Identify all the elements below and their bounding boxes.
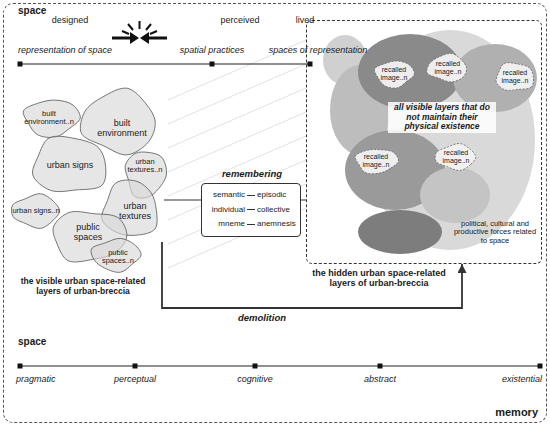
- memory-term: episodic: [257, 191, 297, 200]
- box-note: all visible layers that do not maintain …: [388, 102, 496, 133]
- burst-stroke: [122, 31, 129, 34]
- memory-term: anemnesis: [257, 220, 297, 229]
- blob-shape: [496, 63, 533, 91]
- layer-blob: urban signs: [26, 132, 114, 198]
- projection-line: [168, 64, 306, 124]
- burst-stroke: [146, 24, 151, 30]
- axis-term: designed: [52, 15, 89, 25]
- group-heading: the hidden urban space-related layers of…: [300, 268, 458, 288]
- axis-tick: [253, 364, 258, 369]
- remembering-box: rememberingsemanticepisodicindividualcol…: [201, 183, 301, 237]
- axis-line: [20, 365, 540, 366]
- node-label: recalled image..n: [429, 60, 467, 76]
- memory-term: collective: [257, 206, 297, 215]
- memory-frame: memory built environment..n built environm…: [3, 3, 547, 423]
- hidden-layers-box: all visible layers that do not maintain …: [306, 20, 542, 264]
- projection-line: [168, 184, 306, 244]
- grey-layer: [358, 210, 442, 254]
- memory-term: semantic: [205, 191, 245, 200]
- axis-term: spatial practices: [180, 45, 245, 55]
- axis-term: abstract: [364, 374, 396, 384]
- axis-tick: [378, 364, 383, 369]
- pair-connector: [247, 195, 255, 196]
- memory-term: individual: [205, 206, 245, 215]
- node-label: recalled image..n: [437, 149, 475, 165]
- blob-shape: [355, 149, 398, 173]
- axis-term: perceptual: [114, 374, 156, 384]
- group-heading: the visible urban space-related layers o…: [8, 277, 158, 296]
- node-label: recalled image..n: [496, 69, 534, 85]
- axis-term: cognitive: [237, 374, 273, 384]
- node-label: public spaces..n: [96, 249, 140, 266]
- recalled-image-blob: recalled image..n: [432, 142, 480, 172]
- grey-layer: [420, 167, 490, 223]
- connector: [164, 200, 201, 201]
- node-label: recalled image..n: [375, 66, 413, 82]
- node-label: urban signs: [35, 160, 105, 170]
- blob-shape: [91, 238, 141, 272]
- burst-stroke: [150, 31, 157, 34]
- connector-label: demolition: [238, 313, 286, 324]
- blob-shape: [32, 136, 105, 191]
- node-label: urban signs..n: [9, 207, 63, 215]
- term-pair: mneme anemnesis: [205, 220, 297, 229]
- pair-connector: [247, 224, 255, 225]
- axis-tick: [308, 62, 313, 67]
- blob-shape: [435, 143, 476, 170]
- node-label: urban textures: [110, 201, 160, 221]
- axis-term: representation of space: [18, 45, 112, 55]
- axis-tick: [133, 364, 138, 369]
- blob-shape: [374, 61, 414, 88]
- layer-blob: built environment..n: [20, 96, 82, 140]
- axis-term: pragmatic: [16, 374, 56, 384]
- recalled-image-blob: recalled image..n: [424, 52, 472, 84]
- axis-title: space: [18, 5, 46, 16]
- hidden-layer-mass: [323, 30, 537, 254]
- axis-term: lived: [296, 15, 315, 25]
- axis-tick: [210, 62, 215, 67]
- axis-line: [20, 63, 310, 64]
- node-label: public spaces: [64, 222, 112, 242]
- memory-term: mneme: [205, 220, 245, 229]
- blob-shape: [427, 53, 467, 81]
- node-label: urban textures..n: [123, 158, 167, 175]
- axis-tick: [18, 364, 23, 369]
- pair-connector: [247, 209, 255, 210]
- arrow-shaft: [112, 37, 131, 40]
- top-space-axis: [18, 62, 313, 67]
- axis-term: existential: [502, 374, 542, 384]
- projection-line: [168, 112, 306, 172]
- collision-arrows: [112, 21, 167, 44]
- frame-title: memory: [495, 406, 538, 418]
- axis-term: perceived: [220, 15, 259, 25]
- term-pair: individual collective: [205, 206, 297, 215]
- arrow-shaft: [148, 37, 167, 40]
- bottom-space-axis: [18, 364, 543, 369]
- arrow-head: [140, 32, 149, 44]
- axis-tick: [538, 364, 543, 369]
- recalled-image-blob: recalled image..n: [352, 146, 400, 176]
- projection-line: [168, 88, 306, 148]
- node-label: built environment..n: [21, 110, 77, 127]
- projection-lines: [168, 40, 306, 268]
- recalled-image-blob: recalled image..n: [372, 58, 416, 90]
- axis-tick: [18, 62, 23, 67]
- node-label: recalled image..n: [357, 153, 395, 169]
- box-heading: remembering: [182, 169, 322, 180]
- recalled-image-blob: recalled image..n: [492, 60, 538, 94]
- burst-stroke: [139, 21, 141, 29]
- axis-term: spaces of representation: [269, 45, 368, 55]
- connector: [162, 242, 462, 308]
- box-note: political, cultural and productive force…: [452, 220, 538, 245]
- arrow-head: [130, 32, 139, 44]
- burst-stroke: [128, 24, 133, 30]
- term-pair: semantic episodic: [205, 191, 297, 200]
- axis-title: space: [18, 336, 46, 347]
- node-label: built environment: [91, 118, 153, 138]
